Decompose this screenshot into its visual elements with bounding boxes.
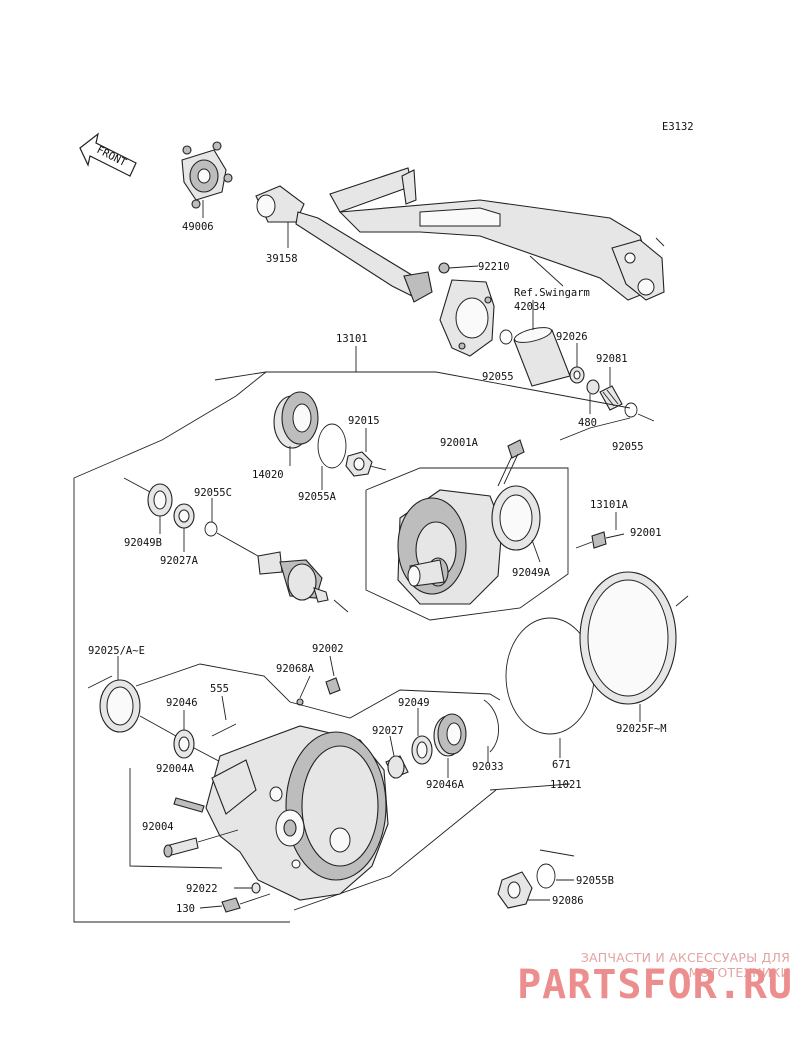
bearing-stack-icon xyxy=(385,699,499,779)
label-14020: 14020 xyxy=(252,469,284,481)
label-92002: 92002 xyxy=(312,643,344,655)
label-92055-b: 92055 xyxy=(612,441,644,453)
label-39158: 39158 xyxy=(266,253,298,265)
label-92046: 92046 xyxy=(166,697,198,709)
nut-92015-icon xyxy=(345,428,387,477)
drive-shaft-39158-icon xyxy=(255,185,433,303)
bolt-92001-icon xyxy=(575,512,625,549)
label-92049: 92049 xyxy=(398,697,430,709)
label-92004A: 92004A xyxy=(156,763,195,775)
label-49006: 49006 xyxy=(182,221,214,233)
assembly-13101-outline xyxy=(73,346,631,923)
bearing-92046-icon xyxy=(139,710,233,769)
label-671: 671 xyxy=(552,759,571,771)
label-92022: 92022 xyxy=(186,883,218,895)
oring-92055-icon xyxy=(499,329,513,345)
part-92210-icon xyxy=(438,262,479,274)
label-92068A: 92068A xyxy=(276,663,315,675)
label-92033: 92033 xyxy=(472,761,504,773)
label-92027: 92027 xyxy=(372,725,404,737)
label-11021: 11021 xyxy=(550,779,582,791)
label-92049A: 92049A xyxy=(512,567,551,579)
label-480: 480 xyxy=(578,417,597,429)
label-92055C: 92055C xyxy=(194,487,232,499)
label-92004: 92004 xyxy=(142,821,174,833)
label-ref-swingarm: Ref.Swingarm xyxy=(514,287,590,299)
cap-92086-icon xyxy=(497,849,575,909)
label-130: 130 xyxy=(176,903,195,915)
label-92055A: 92055A xyxy=(298,491,337,503)
bearing-14020-icon xyxy=(273,391,319,466)
label-555: 555 xyxy=(210,683,229,695)
diagram-code: E3132 xyxy=(662,121,694,133)
label-92026: 92026 xyxy=(556,331,588,343)
swingarm-icon xyxy=(329,167,665,357)
drive-flange-49006-icon xyxy=(181,141,233,218)
assembly-13101A-outline xyxy=(365,467,569,621)
label-92049B: 92049B xyxy=(124,537,162,549)
spring-stack-icon xyxy=(569,343,655,422)
label-92046A: 92046A xyxy=(426,779,465,791)
label-92027A: 92027A xyxy=(160,555,199,567)
watermark-logo: PARTSFOR.RU xyxy=(517,962,793,1008)
label-42034: 42034 xyxy=(514,301,546,313)
label-92081: 92081 xyxy=(596,353,628,365)
pinion-gear-icon xyxy=(257,551,349,613)
front-arrow-icon: FRONT xyxy=(79,132,137,177)
label-92055B: 92055B xyxy=(576,875,614,887)
label-92001: 92001 xyxy=(630,527,662,539)
watermark-tagline: ЗАПЧАСТИ И АКСЕССУАРЫ ДЛЯ МОТОТЕХНИКИ xyxy=(580,950,790,980)
label-92055-a: 92055 xyxy=(482,371,514,383)
oring-92055A-icon xyxy=(317,423,347,469)
label-92025FM: 92025F~M xyxy=(616,723,667,735)
seal-92049A-icon xyxy=(491,485,541,563)
final-gear-case-icon xyxy=(205,725,389,901)
label-92086: 92086 xyxy=(552,895,584,907)
label-13101: 13101 xyxy=(336,333,368,345)
shim-92025AE-icon xyxy=(87,656,141,733)
bolt-92001A-icon xyxy=(497,439,525,487)
assembly-11021-outline xyxy=(129,663,571,911)
ring-gear-icon xyxy=(397,489,503,605)
pin-555-icon xyxy=(211,695,237,737)
sleeve-42034-icon xyxy=(513,300,571,387)
stud-92004-icon xyxy=(163,797,239,858)
bolt-130-icon xyxy=(199,882,271,913)
pinion-seal-stack-icon xyxy=(123,477,259,557)
label-13101A: 13101A xyxy=(590,499,629,511)
label-92001A: 92001A xyxy=(440,437,479,449)
label-92015: 92015 xyxy=(348,415,380,427)
gasket-92025FM-icon xyxy=(579,571,689,722)
label-92210: 92210 xyxy=(478,261,510,273)
label-92025AE: 92025/A~E xyxy=(88,645,145,657)
